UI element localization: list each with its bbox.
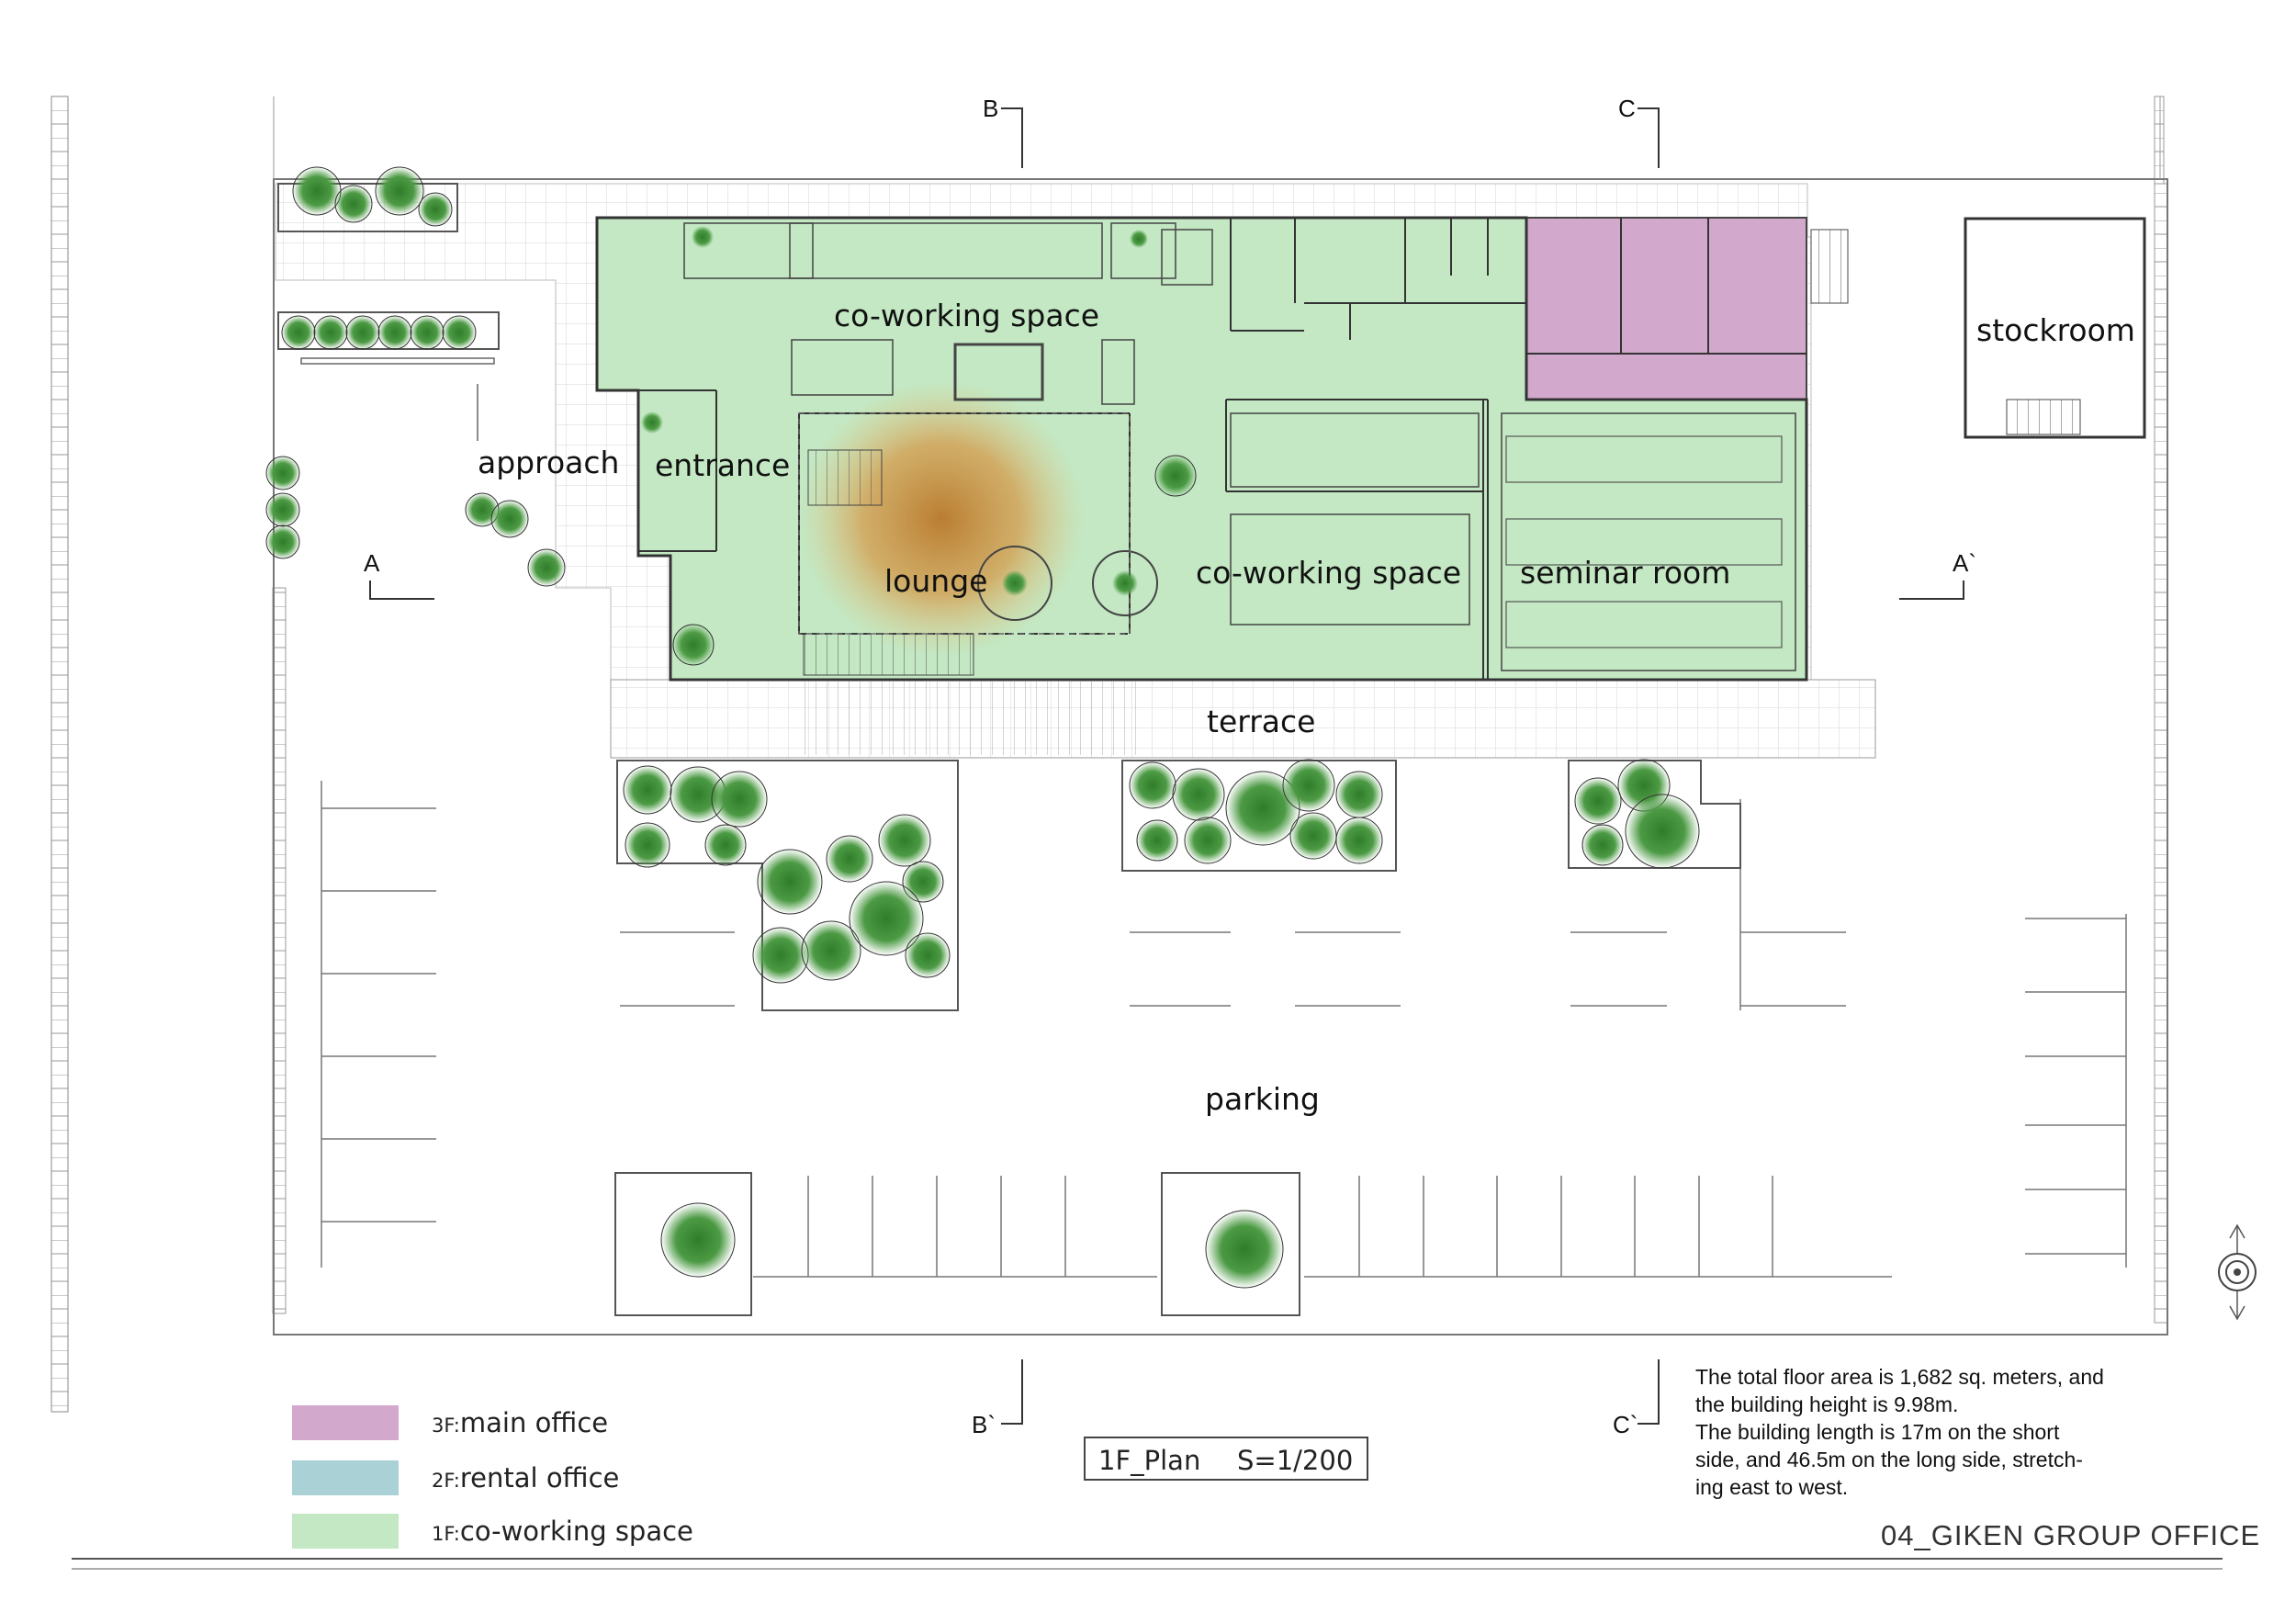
room-label-stockroom: stockroom [1976,312,2135,348]
planters [277,183,1741,1316]
trees [265,166,1700,1289]
room-label-approach: approach [478,445,620,480]
brick-strip-left [51,96,69,1413]
terrace-deck [799,682,1139,755]
room-label-lounge: lounge [884,563,988,599]
legend-swatch-rental-office [292,1460,399,1495]
upper-floor-outline [798,412,1131,635]
section-mark-c-prime: C` [1613,1411,1638,1438]
parking-bays [321,781,2127,1278]
legend-text-rental-office: 2F:rental office [432,1462,619,1493]
legend-text-main-office: 3F:main office [432,1407,608,1438]
note-line: The building length is 17m on the short [1695,1420,2060,1444]
legend-level: 2F: [432,1470,460,1492]
scale-box: 1F_Plan S=1/200 [1084,1437,1368,1481]
section-mark-c: C [1618,95,1636,122]
room-label-coworking-top: co-working space [834,298,1100,333]
site-boundary [273,178,2168,1336]
note-line: The total floor area is 1,682 sq. meters… [1695,1365,2104,1389]
note-line: side, and 46.5m on the long side, stretc… [1695,1448,2083,1471]
section-mark-a-prime: A` [1953,549,1976,577]
brick-strip-far-right [2154,96,2165,185]
section-lines [369,107,1964,1425]
approach-ramp [300,357,495,441]
legend-text-coworking: 1F:co-working space [432,1516,693,1547]
room-label-seminar: seminar room [1520,555,1731,591]
legend-swatch-main-office [292,1405,399,1440]
exterior-stair [1810,229,1849,304]
building-notes: The total floor area is 1,682 sq. meters… [1695,1363,2173,1501]
brick-strip-site-right [2154,183,2168,1324]
stair [807,449,883,506]
plan-name: 1F_Plan [1098,1445,1201,1476]
note-line: the building height is 9.98m. [1695,1392,1959,1416]
legend-level: 3F: [432,1414,460,1437]
section-mark-b-prime: B` [972,1411,996,1438]
section-mark-b: B [983,95,999,122]
scale-ratio: S=1/200 [1237,1445,1354,1476]
room-label-parking: parking [1205,1081,1320,1117]
stockroom-stair [2006,399,2081,435]
brick-strip-site-left [272,587,287,1314]
seminar-desks [1505,435,1783,648]
lounge-glow [799,381,1084,657]
stair-lower [803,633,974,676]
note-line: ing east to west. [1695,1475,1849,1499]
legend-level: 1F: [432,1523,460,1545]
desk-row-top [683,222,1796,671]
north-arrow-icon [2218,1223,2257,1321]
room-label-entrance: entrance [655,447,791,483]
legend-label: main office [459,1407,609,1438]
room-label-coworking-center: co-working space [1196,555,1462,591]
lounge-round-tables [977,546,1158,621]
legend-swatch-coworking [292,1514,399,1549]
project-title: 04_GIKEN GROUP OFFICE [1881,1519,2261,1551]
legend-label: co-working space [459,1516,693,1547]
legend-label: rental office [459,1462,620,1493]
room-label-terrace: terrace [1207,704,1316,739]
section-mark-a: A [364,549,380,577]
main-office-zone [1525,217,1807,400]
